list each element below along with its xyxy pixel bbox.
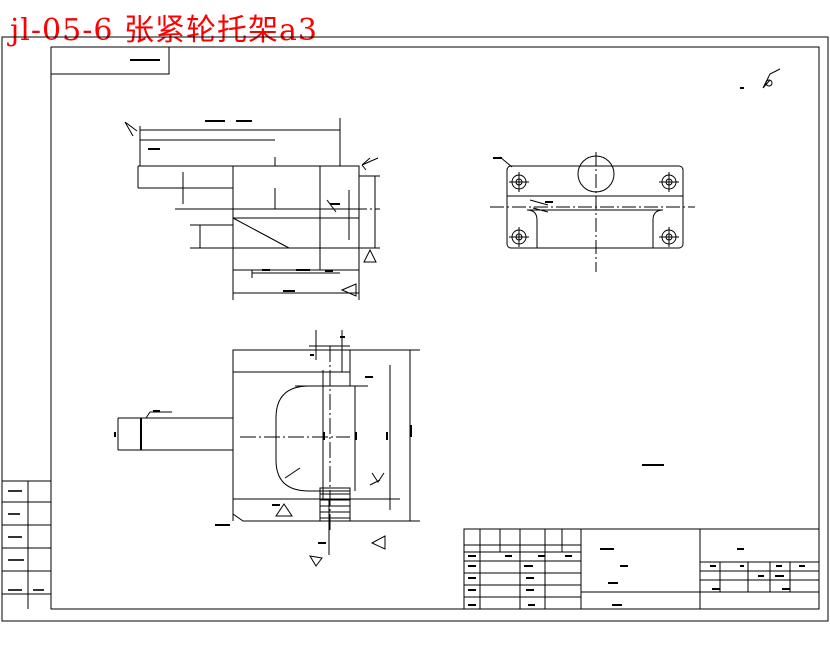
binding-strip-table (2, 480, 51, 609)
sheet-border (1, 36, 829, 622)
drawing-frame (50, 46, 820, 610)
drawing-title: jl-05-6 张紧轮托架a3 (10, 13, 318, 48)
section-view (114, 330, 664, 567)
code-box (50, 46, 170, 75)
title-block (463, 528, 820, 610)
top-view (490, 68, 781, 272)
front-view (124, 118, 380, 300)
